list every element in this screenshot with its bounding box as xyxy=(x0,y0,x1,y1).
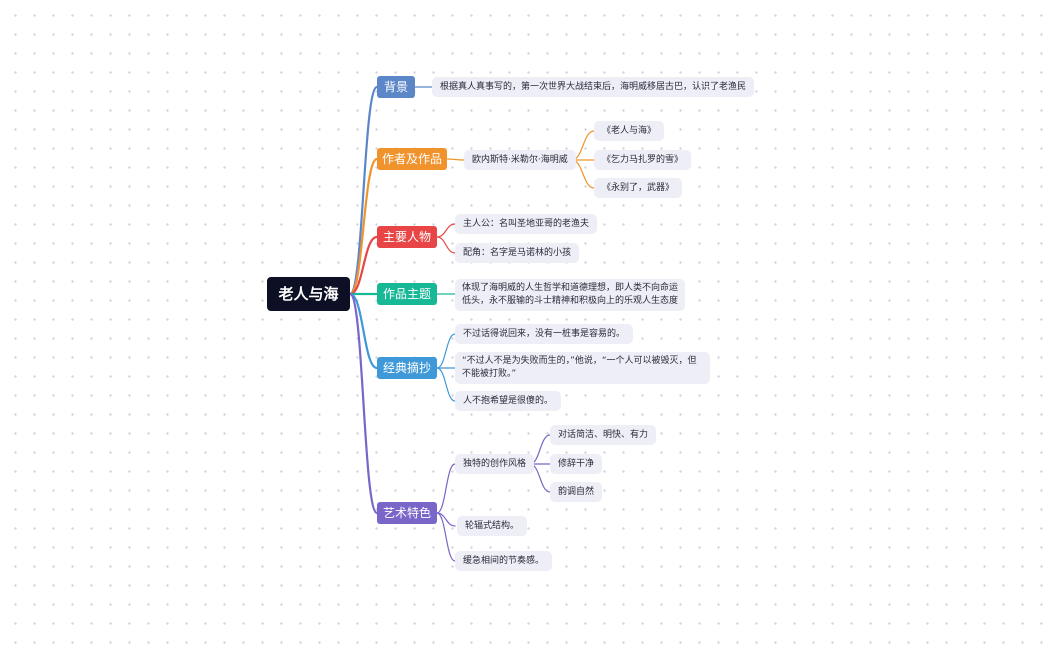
connector-line xyxy=(348,157,379,296)
connector-line xyxy=(348,292,379,515)
root-node[interactable]: 老人与海 xyxy=(267,277,350,311)
branch-main-characters[interactable]: 主要人物 xyxy=(377,226,437,248)
connector-line xyxy=(348,292,379,370)
character-leaf[interactable]: 配角：名字是马诺林的小孩 xyxy=(455,243,580,263)
theme-leaf[interactable]: 体现了海明威的人生哲学和道德理想，即人类不向命运低头，永不服输的斗士精神和积极向… xyxy=(455,279,685,311)
branch-background[interactable]: 背景 xyxy=(377,76,415,98)
connector-line xyxy=(436,463,456,514)
branch-artistic-features[interactable]: 艺术特色 xyxy=(377,502,437,524)
connector-line xyxy=(446,158,465,161)
quote-leaf[interactable]: 不过话得说回来，没有一桩事是容易的。 xyxy=(455,324,634,344)
connector-line xyxy=(348,85,379,296)
art-rhythm-leaf[interactable]: 缓急相间的节奏感。 xyxy=(455,551,553,571)
background-leaf[interactable]: 根据真人真事写的，第一次世界大战结束后，海明威移居古巴，认识了老渔民 xyxy=(432,77,755,97)
branch-classic-quotes[interactable]: 经典摘抄 xyxy=(377,357,437,379)
connector-line xyxy=(436,236,456,254)
branch-theme[interactable]: 作品主题 xyxy=(377,283,437,305)
author-name-leaf[interactable]: 欧内斯特·米勒尔·海明威 xyxy=(464,150,576,170)
connector-line xyxy=(348,235,379,296)
art-style-leaf[interactable]: 独特的创作风格 xyxy=(455,454,535,474)
connector-line xyxy=(436,512,456,562)
connector-line xyxy=(436,512,456,527)
connector-line xyxy=(436,367,456,402)
art-style-item-leaf[interactable]: 对话简洁、明快、有力 xyxy=(550,425,657,445)
art-style-item-leaf[interactable]: 韵调自然 xyxy=(550,482,603,502)
connector-line xyxy=(436,223,456,238)
work-leaf[interactable]: 《永别了，武器》 xyxy=(594,178,683,198)
work-leaf[interactable]: 《老人与海》 xyxy=(594,121,665,141)
connector-line xyxy=(436,333,456,369)
art-style-item-leaf[interactable]: 修辞干净 xyxy=(550,454,603,474)
quote-leaf[interactable]: 人不抱希望是很傻的。 xyxy=(455,391,562,411)
quote-leaf[interactable]: “不过人不是为失败而生的，”他说，“一个人可以被毁灭，但不能被打败。” xyxy=(455,352,710,384)
character-leaf[interactable]: 主人公：名叫圣地亚哥的老渔夫 xyxy=(455,214,598,234)
branch-author-works[interactable]: 作者及作品 xyxy=(377,148,447,170)
work-leaf[interactable]: 《乞力马扎罗的雪》 xyxy=(594,150,692,170)
art-structure-leaf[interactable]: 轮辐式结构。 xyxy=(457,516,528,536)
